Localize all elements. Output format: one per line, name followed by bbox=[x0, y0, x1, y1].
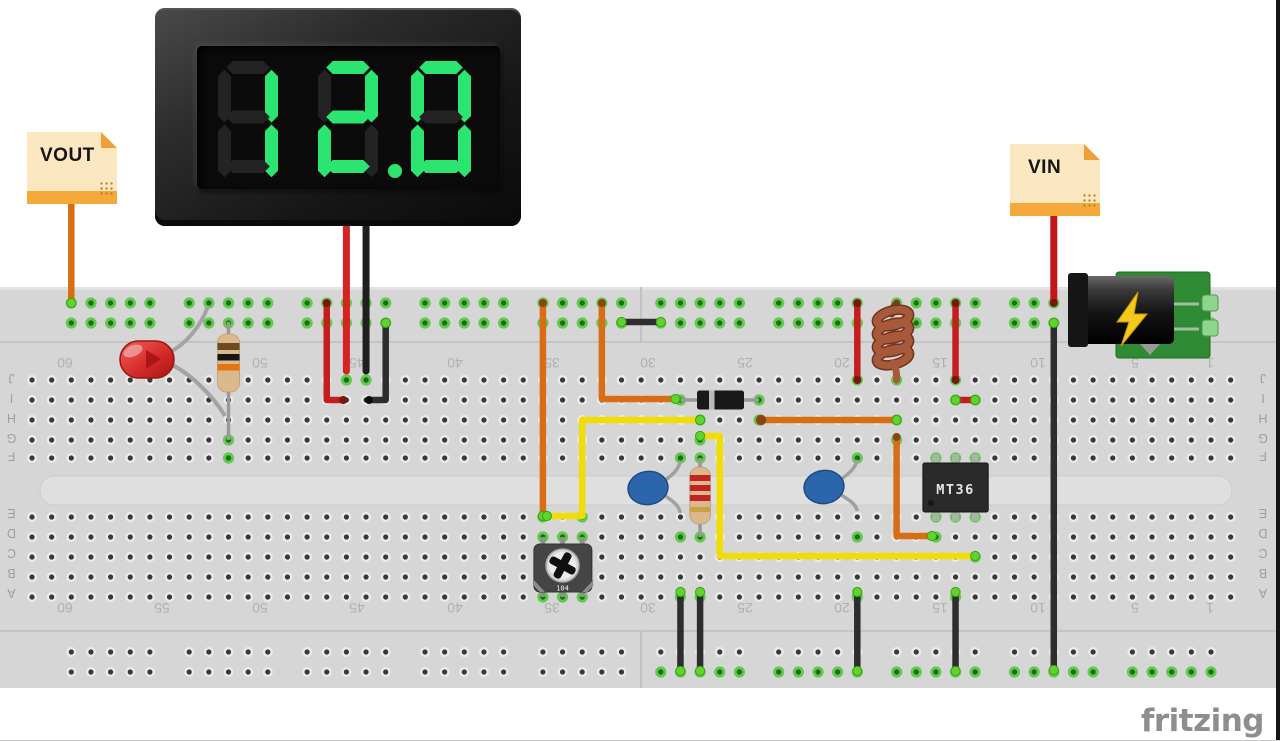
svg-text:30: 30 bbox=[640, 355, 656, 371]
svg-text:20: 20 bbox=[834, 600, 850, 616]
svg-text:C: C bbox=[1258, 546, 1267, 560]
svg-text:5: 5 bbox=[1131, 355, 1139, 371]
trimmer-label: 104 bbox=[556, 585, 569, 593]
ic-chip[interactable]: MT36 bbox=[922, 454, 989, 521]
svg-text:H: H bbox=[7, 411, 16, 425]
svg-text:B: B bbox=[1259, 566, 1267, 580]
wire-end-caps bbox=[66, 297, 1059, 677]
svg-text:40: 40 bbox=[447, 355, 463, 371]
svg-text:10: 10 bbox=[1030, 355, 1046, 371]
svg-text:E: E bbox=[1259, 506, 1267, 520]
svg-text:45: 45 bbox=[349, 355, 365, 371]
svg-text:15: 15 bbox=[932, 600, 948, 616]
ceramic-capacitor-2[interactable] bbox=[802, 459, 859, 512]
svg-text:10: 10 bbox=[1030, 600, 1046, 616]
note-grip-dots bbox=[99, 181, 113, 195]
vout-note[interactable]: VOUT bbox=[27, 132, 117, 204]
resistor-10k[interactable] bbox=[217, 322, 240, 440]
svg-text:H: H bbox=[1258, 411, 1267, 425]
svg-text:I: I bbox=[1261, 391, 1264, 405]
svg-text:35: 35 bbox=[544, 600, 560, 616]
trimmer-potentiometer[interactable]: 104 bbox=[533, 537, 594, 597]
svg-text:40: 40 bbox=[447, 600, 463, 616]
fritzing-watermark: fritzing bbox=[1140, 703, 1265, 739]
note-fold-corner bbox=[1084, 144, 1100, 160]
dc-barrel-jack[interactable] bbox=[1068, 271, 1219, 359]
svg-text:60: 60 bbox=[57, 355, 73, 371]
svg-text:A: A bbox=[7, 586, 16, 600]
vin-label: VIN bbox=[1028, 157, 1062, 178]
canvas-right-edge bbox=[1276, 0, 1280, 741]
display-digits bbox=[218, 61, 471, 178]
svg-text:C: C bbox=[7, 546, 16, 560]
svg-text:G: G bbox=[7, 431, 17, 445]
voltmeter-display[interactable] bbox=[155, 8, 521, 226]
svg-text:35: 35 bbox=[544, 355, 560, 371]
note-grip-dots bbox=[1082, 193, 1096, 207]
vout-label: VOUT bbox=[40, 145, 95, 166]
orange-wire-2[interactable] bbox=[598, 299, 679, 403]
svg-text:50: 50 bbox=[252, 600, 268, 616]
svg-text:A: A bbox=[1258, 586, 1267, 600]
svg-text:55: 55 bbox=[154, 600, 170, 616]
svg-text:25: 25 bbox=[737, 600, 753, 616]
svg-text:D: D bbox=[1258, 526, 1267, 540]
svg-text:J: J bbox=[1260, 371, 1266, 385]
svg-text:I: I bbox=[10, 391, 13, 405]
ceramic-capacitor-1[interactable] bbox=[626, 460, 683, 514]
ic-label: MT36 bbox=[936, 482, 975, 498]
seven-segment-readout bbox=[218, 61, 471, 178]
svg-text:B: B bbox=[7, 566, 15, 580]
svg-text:E: E bbox=[7, 506, 15, 520]
orange-wire-4[interactable] bbox=[893, 433, 936, 540]
red-led[interactable] bbox=[119, 305, 227, 418]
svg-text:1: 1 bbox=[1206, 355, 1214, 371]
vin-note[interactable]: VIN bbox=[1010, 144, 1100, 216]
note-strip bbox=[27, 191, 117, 204]
phillips-slot-icon bbox=[549, 552, 576, 579]
black-bent-jumper[interactable] bbox=[365, 319, 389, 404]
svg-text:F: F bbox=[7, 449, 15, 463]
svg-text:F: F bbox=[1259, 449, 1267, 463]
svg-text:D: D bbox=[7, 526, 16, 540]
voltmeter-screen bbox=[197, 46, 500, 189]
svg-text:1: 1 bbox=[1206, 600, 1214, 616]
red-bent-jumper[interactable] bbox=[323, 299, 347, 404]
svg-text:25: 25 bbox=[737, 355, 753, 371]
svg-text:J: J bbox=[8, 371, 14, 385]
svg-text:30: 30 bbox=[640, 600, 656, 616]
svg-text:15: 15 bbox=[932, 355, 948, 371]
yellow-wire-1[interactable] bbox=[543, 416, 704, 520]
svg-text:60: 60 bbox=[57, 600, 73, 616]
resistor-2k2[interactable] bbox=[689, 458, 711, 537]
yellow-wire-2[interactable] bbox=[696, 432, 979, 560]
svg-text:20: 20 bbox=[834, 355, 850, 371]
diode[interactable] bbox=[680, 390, 760, 410]
note-fold-corner bbox=[101, 132, 117, 148]
svg-text:G: G bbox=[1258, 431, 1268, 445]
svg-text:45: 45 bbox=[349, 600, 365, 616]
power-bolt-icon bbox=[1116, 291, 1149, 347]
svg-text:5: 5 bbox=[1131, 600, 1139, 616]
svg-text:50: 50 bbox=[252, 355, 268, 371]
inductor-coil[interactable] bbox=[871, 299, 915, 384]
note-strip bbox=[1010, 203, 1100, 216]
decimal-point bbox=[388, 164, 402, 178]
